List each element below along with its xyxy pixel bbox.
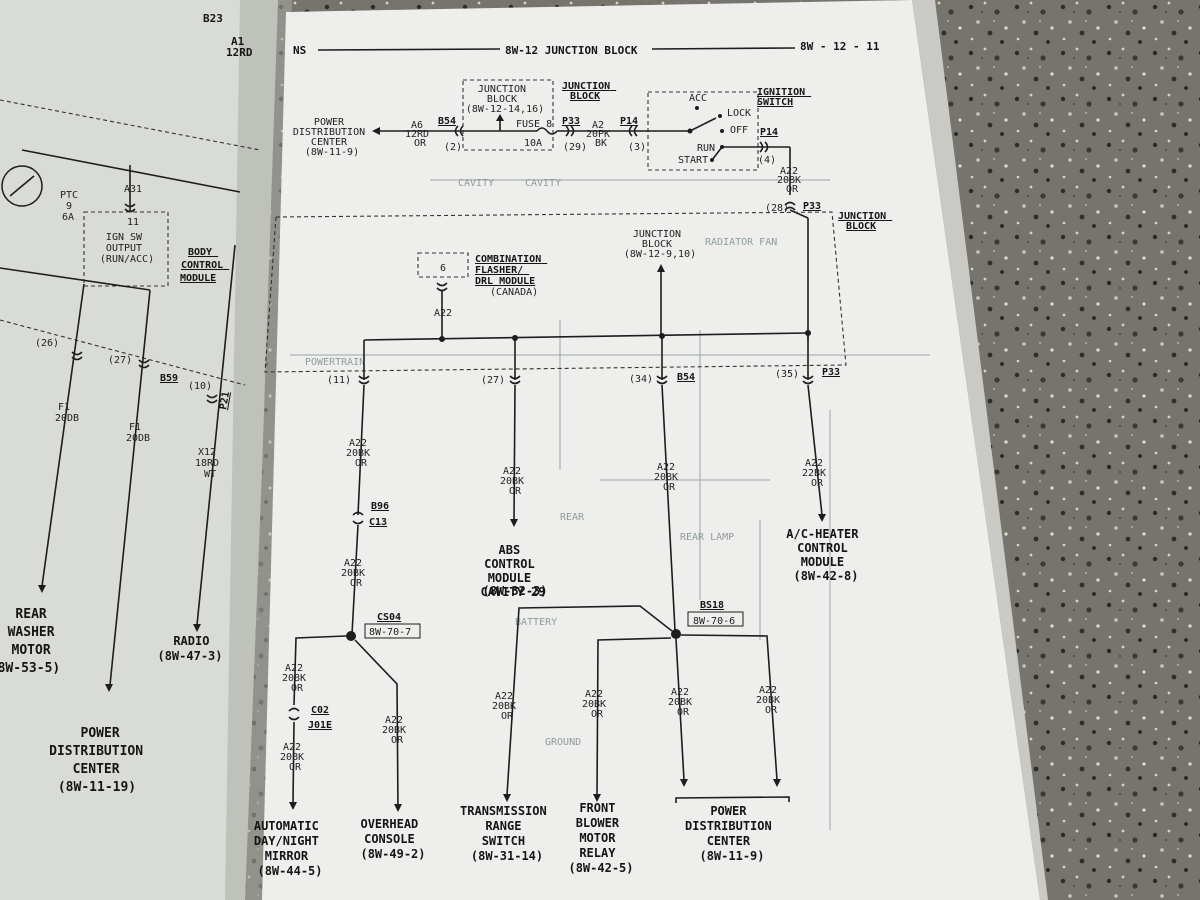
top-circuit: POWER DISTRIBUTION CENTER (8W-11-9) A6 1… [293, 79, 821, 340]
connector-p33-pin: (29) [563, 142, 587, 153]
jb-ref-label: JUNCTION BLOCK (8W-12-9,10) [624, 229, 696, 260]
connector-p14-run-pin: (4) [758, 155, 776, 166]
f1a-label: F1 20DB [55, 402, 79, 424]
wire-a22-top-label: A22 20BK OR [777, 166, 807, 195]
connector-p33-top: P33 [562, 116, 580, 127]
left-wire-1: A22 20BK OR [346, 438, 376, 469]
pdc-bottom-label: POWER DISTRIBUTION CENTER (8W-11-9) [685, 804, 779, 863]
fuse-8-symbol [536, 127, 558, 135]
pdc-top-label: POWER DISTRIBUTION CENTER (8W-11-9) [293, 117, 371, 158]
left-wire-4: A22 20BK OR [280, 742, 310, 773]
x12-label: X12 18RD WT [195, 447, 225, 480]
connector-p33-bottom: P33 [822, 367, 840, 378]
splice-cs04-label: CS04 [377, 612, 401, 623]
connector-p14-run: P14 [760, 127, 778, 138]
left-page-pins: (26) (27) (10) [35, 338, 212, 392]
svg-text:GROUND: GROUND [545, 737, 581, 748]
junction-block-main: JUNCTION BLOCK 6 COMBINATION FLASHER/ DR… [264, 211, 892, 386]
left-wire-5: A22 20BK OR [382, 715, 412, 746]
svg-text:REAR: REAR [560, 512, 585, 523]
bcm-label: BODY CONTROL MODULE [180, 247, 229, 284]
cfl-module-box [417, 252, 469, 278]
jb-top-label: JUNCTION BLOCK [562, 81, 616, 102]
connector-c13: C13 [369, 517, 387, 528]
fuse-8-label: FUSE 8 10A [516, 119, 558, 149]
connector-c02: C02 [311, 705, 329, 716]
fbm-wire: A22 20BK OR [582, 689, 612, 720]
ign-pin: 11 [127, 217, 139, 228]
header-left: NS [293, 44, 306, 57]
left-wire-3: A22 20BK OR [282, 663, 312, 694]
svg-text:CAVITY: CAVITY [458, 178, 494, 189]
a31-label: A31 [124, 184, 142, 195]
bleed-through: CAVITY CAVITY RADIATOR FAN POWERTRAIN RE… [290, 178, 930, 830]
header-page-number: 8W - 12 - 11 [800, 40, 880, 53]
cfl-pin: 6 [440, 263, 446, 274]
ignition-positions: ACC LOCK OFF RUN START [678, 93, 757, 166]
connector-p14-top: P14 [620, 116, 638, 127]
right-branch: A22 22BK OR A/C-HEATER CONTROL MODULE (8… [786, 384, 865, 583]
svg-text:CAVITY: CAVITY [525, 178, 561, 189]
splice-cs04-ref: 8W-70-7 [369, 627, 411, 638]
mid-wire: A22 20BK OR [654, 462, 684, 493]
console-label: OVERHEAD CONSOLE (8W-49-2) [360, 817, 425, 861]
trs-wire: A22 20BK OR [492, 691, 522, 722]
trs-label: TRANSMISSION RANGE SWITCH (8W-31-14) [460, 804, 554, 863]
junction-block-outline [264, 211, 847, 373]
connector-p14-pin: (3) [628, 142, 646, 153]
connector-b54-top: B54 [438, 116, 456, 127]
splice-bs18-ref: 8W-70-6 [693, 616, 735, 627]
svg-text:POWERTRAIN: POWERTRAIN [305, 357, 365, 368]
pdc-wire-1: A22 20BK OR [668, 687, 698, 718]
connector-j01e: J01E [308, 720, 332, 731]
cfl-module-label: COMBINATION FLASHER/ DRL MODULE [475, 254, 547, 287]
abs-ref-visible: (8W-32-3) [482, 584, 547, 598]
ign-output-label: IGN SW OUTPUT (RUN/ACC) [100, 232, 154, 265]
ac-label: A/C-HEATER CONTROL MODULE (8W-42-8) [786, 527, 865, 583]
junction-block-fuse-box [462, 79, 554, 151]
rear-washer-label: REAR WASHER MOTOR (8W-53-5) [0, 607, 62, 676]
abs-branch: A22 20BK OR ABS CONTROL MODULE CAVITY 29… [480, 384, 548, 599]
svg-text:REAR LAMP: REAR LAMP [680, 532, 734, 543]
connector-p33-28: P33 [803, 201, 821, 212]
connector-b54-bottom: B54 [677, 372, 695, 383]
wire-a2-label: A2 20PK BK [586, 120, 616, 149]
radio-label: RADIO (8W-47-3) [157, 634, 222, 663]
ignition-switch-label: IGNITION SWITCH [757, 87, 811, 108]
splice-cs04 [346, 631, 356, 641]
page-header: NS 8W-12 JUNCTION BLOCK 8W - 12 - 11 [293, 40, 880, 57]
fbm-label: FRONT BLOWER MOTOR RELAY (8W-42-5) [568, 801, 633, 875]
jb-inner-label: JUNCTION BLOCK (8W-12-14,16) [466, 84, 544, 115]
middle-branch: A22 20BK OR BS18 8W-70-6 A22 20BK OR A22… [460, 384, 790, 875]
left-branch: A22 20BK OR B96 C13 A22 20BK OR CS04 8W-… [254, 384, 426, 878]
splice-bs18 [671, 629, 681, 639]
left-pdc-label: POWER DISTRIBUTION CENTER (8W-11-19) [49, 726, 151, 795]
splice-bs18-label: BS18 [700, 600, 724, 611]
connector-b59: B59 [160, 373, 178, 384]
cfl-wire-a22: A22 [434, 308, 452, 319]
connector-p21: P21 [218, 391, 232, 411]
connector-b96: B96 [371, 501, 389, 512]
ac-wire: A22 22BK OR [802, 458, 832, 489]
pdc-wire-2: A22 20BK OR [756, 685, 786, 716]
left-page-top-labels: B23 A1 12RD [203, 12, 253, 59]
ptc-label: PTC 9 6A [60, 190, 84, 223]
cfl-note: (CANADA) [490, 287, 538, 298]
wire-a6-label: A6 12RD OR [405, 120, 435, 149]
abs-wire: A22 20BK OR [500, 466, 530, 497]
header-title: 8W-12 JUNCTION BLOCK [505, 44, 638, 57]
f1b-label: F1 20DB [126, 422, 150, 444]
junction-block-label: JUNCTION BLOCK [838, 211, 892, 232]
mirror-label: AUTOMATIC DAY/NIGHT MIRROR (8W-44-5) [254, 819, 326, 878]
junction-pins: (11) (27) (34) (35) [327, 369, 799, 386]
left-wire-2: A22 20BK OR [341, 558, 371, 589]
connector-b54-pin: (2) [444, 142, 462, 153]
abs-label: ABS CONTROL MODULE CAVITY 29 [480, 543, 545, 599]
svg-text:BATTERY: BATTERY [515, 617, 557, 628]
svg-text:RADIATOR FAN: RADIATOR FAN [705, 237, 777, 248]
left-page: B23 A1 12RD PTC 9 6A A31 11 IGN SW OUTPU… [0, 12, 261, 795]
connector-p33-28-pin: (28) [765, 203, 789, 214]
